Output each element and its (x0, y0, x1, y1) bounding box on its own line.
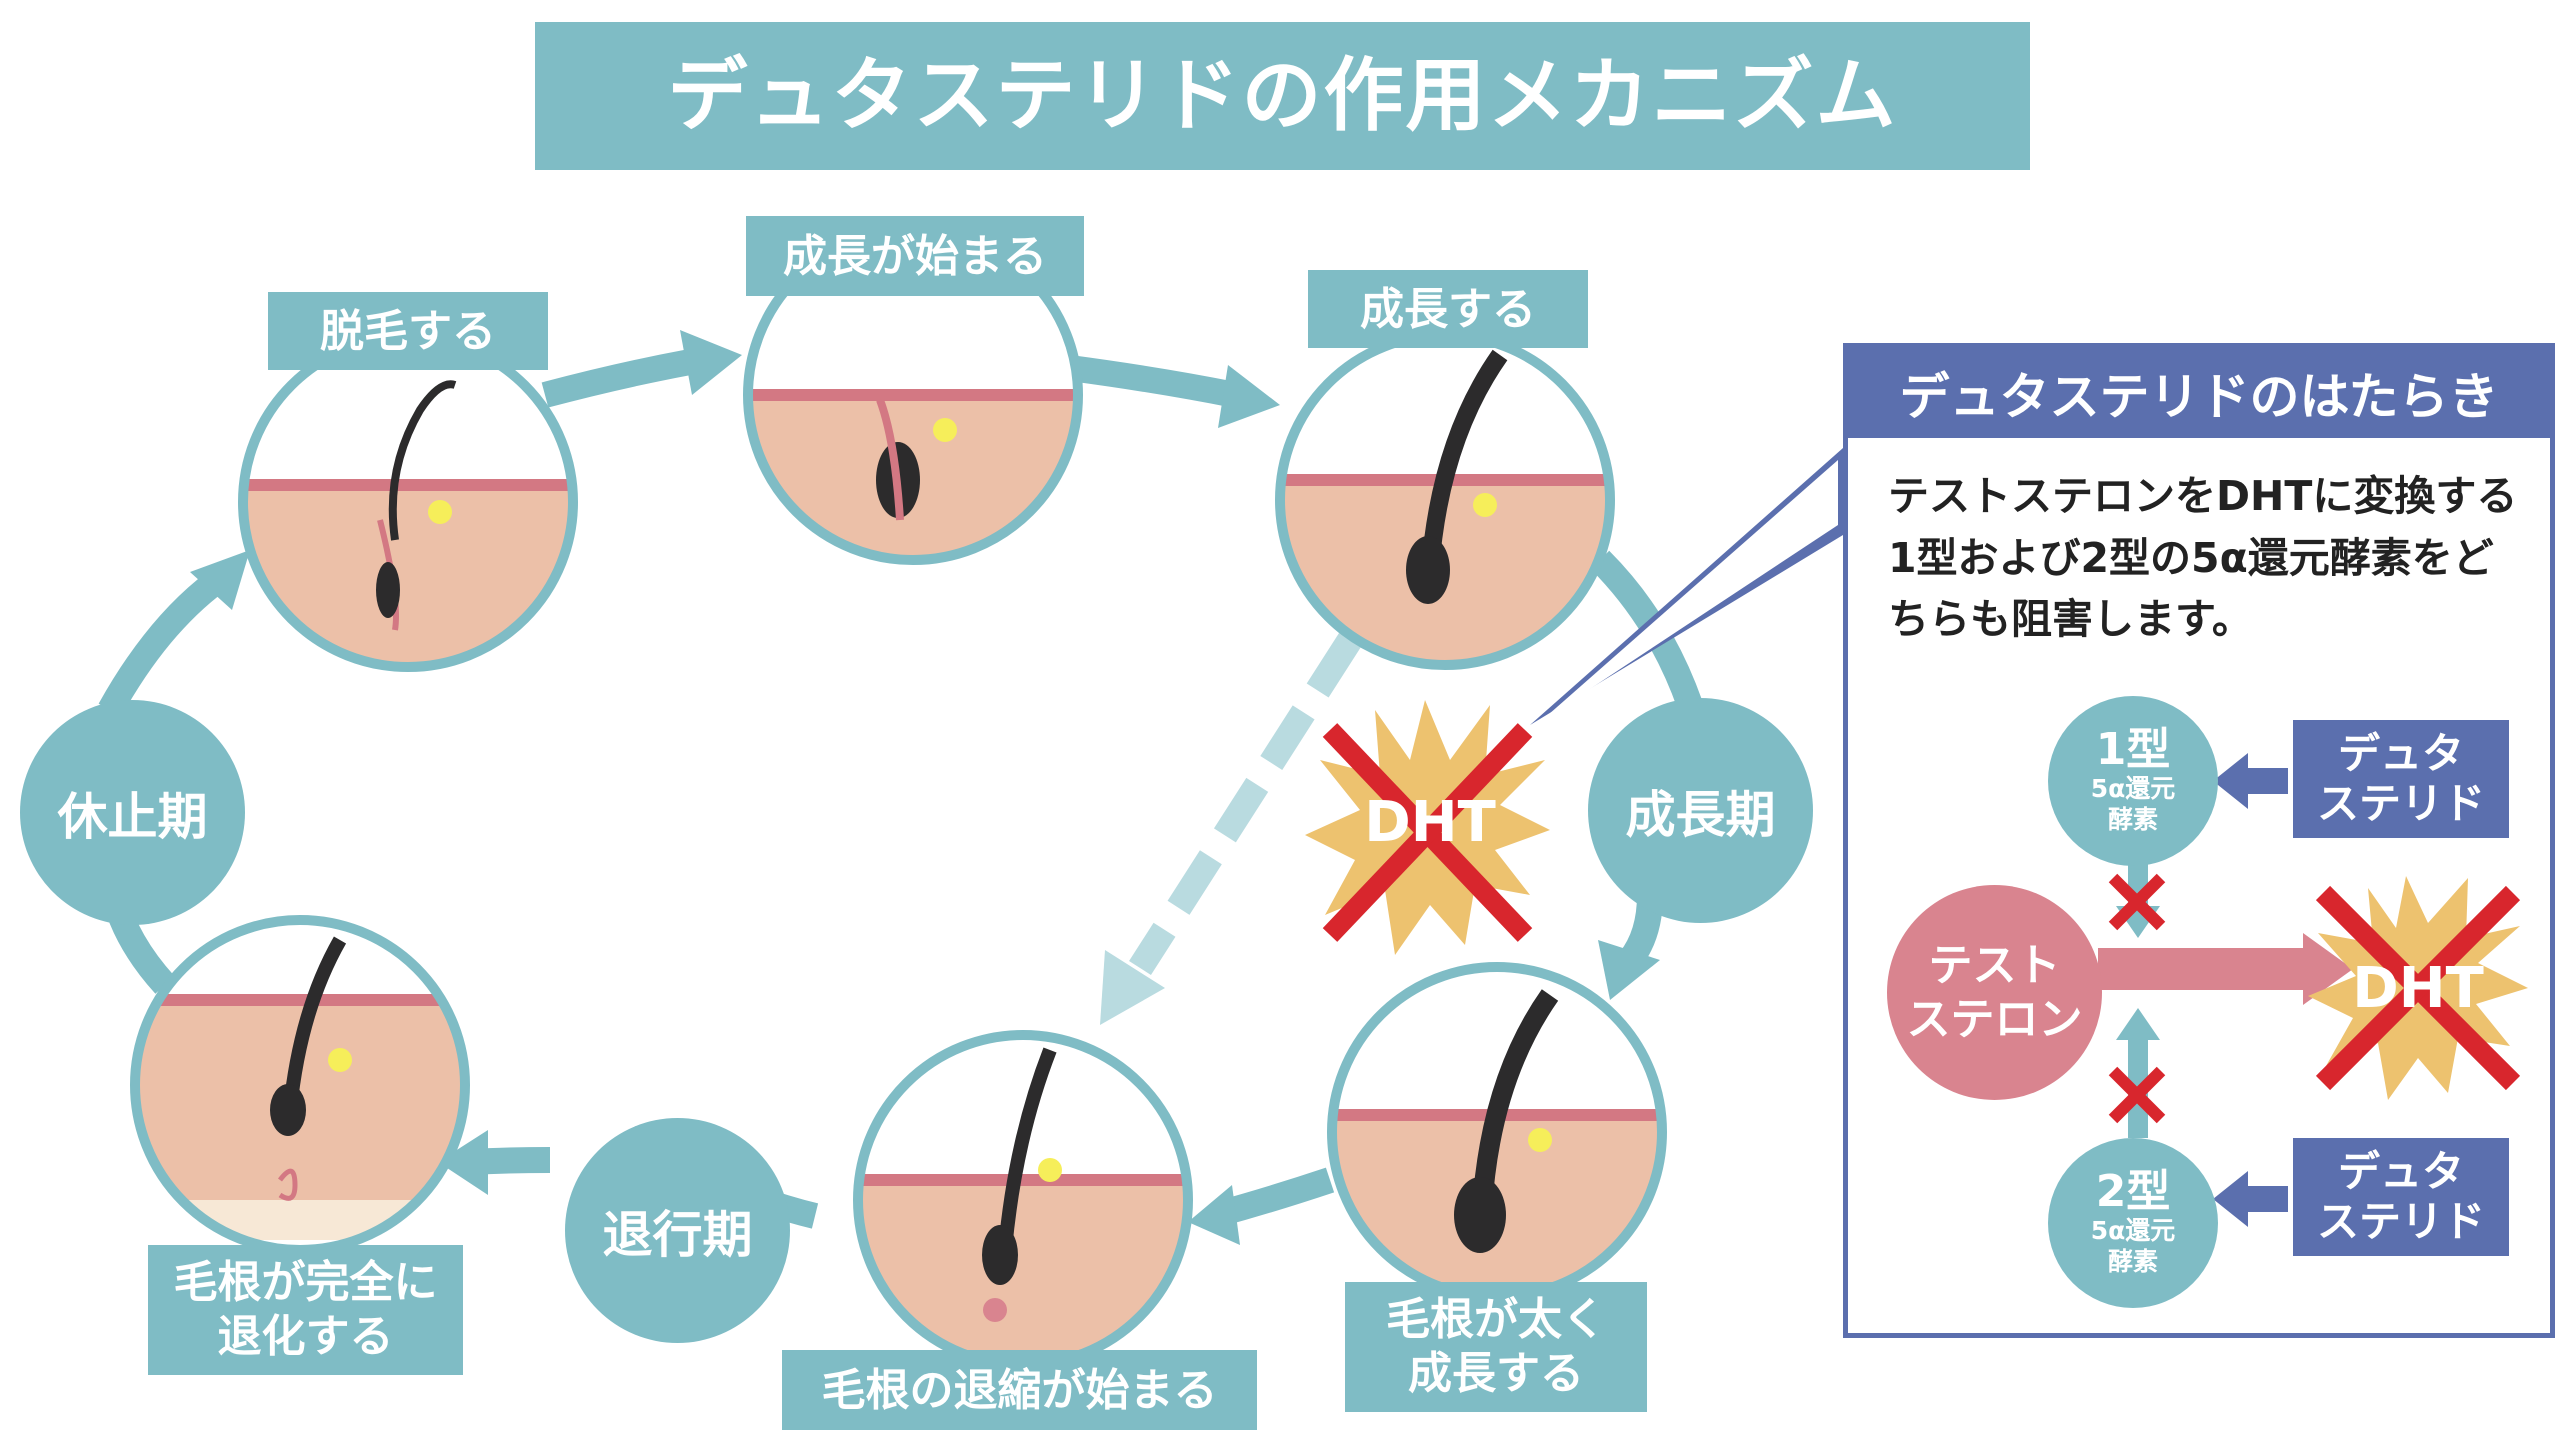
enzyme-type1: 1型 5α還元 酵素 (2048, 696, 2218, 866)
enzyme-type2-name: 5α還元 酵素 (2090, 1215, 2176, 1277)
phase-growth: 成長期 (1588, 698, 1813, 923)
panel-title: デュタステリドのはたらき (1848, 348, 2550, 438)
label-grows: 成長する (1308, 270, 1588, 348)
label-root-fully-regressed: 毛根が完全に 退化する (148, 1245, 463, 1375)
dutasteride-box-2: デュタ ステリド (2293, 1138, 2509, 1256)
panel-dht-label: DHT (2352, 956, 2484, 1021)
panel-description: テストステロンをDHTに変換する1型および2型の5α還元酵素をどちらも阻害します… (1888, 472, 2518, 643)
label-root-grows-thick: 毛根が太く 成長する (1345, 1282, 1647, 1412)
page-title: デュタステリドの作用メカニズム (535, 22, 2030, 170)
testosterone-circle: テスト ステロン (1887, 885, 2102, 1100)
dutasteride-box-1: デュタ ステリド (2293, 720, 2509, 838)
label-root-shrink-begins: 毛根の退縮が始まる (782, 1350, 1257, 1430)
enzyme-type1-name: 5α還元 酵素 (2090, 773, 2176, 835)
label-growth-begins: 成長が始まる (746, 216, 1084, 296)
enzyme-type2-label: 2型 (2095, 1165, 2171, 1217)
phase-regression: 退行期 (565, 1118, 790, 1343)
enzyme-type2: 2型 5α還元 酵素 (2048, 1138, 2218, 1308)
phase-rest: 休止期 (20, 700, 245, 925)
mechanism-panel: デュタステリドのはたらき テストステロンをDHTに変換する1型および2型の5α還… (1843, 343, 2555, 1338)
dht-label: DHT (1364, 790, 1496, 855)
label-hair-loss: 脱毛する (268, 292, 548, 370)
enzyme-type1-label: 1型 (2095, 723, 2171, 775)
